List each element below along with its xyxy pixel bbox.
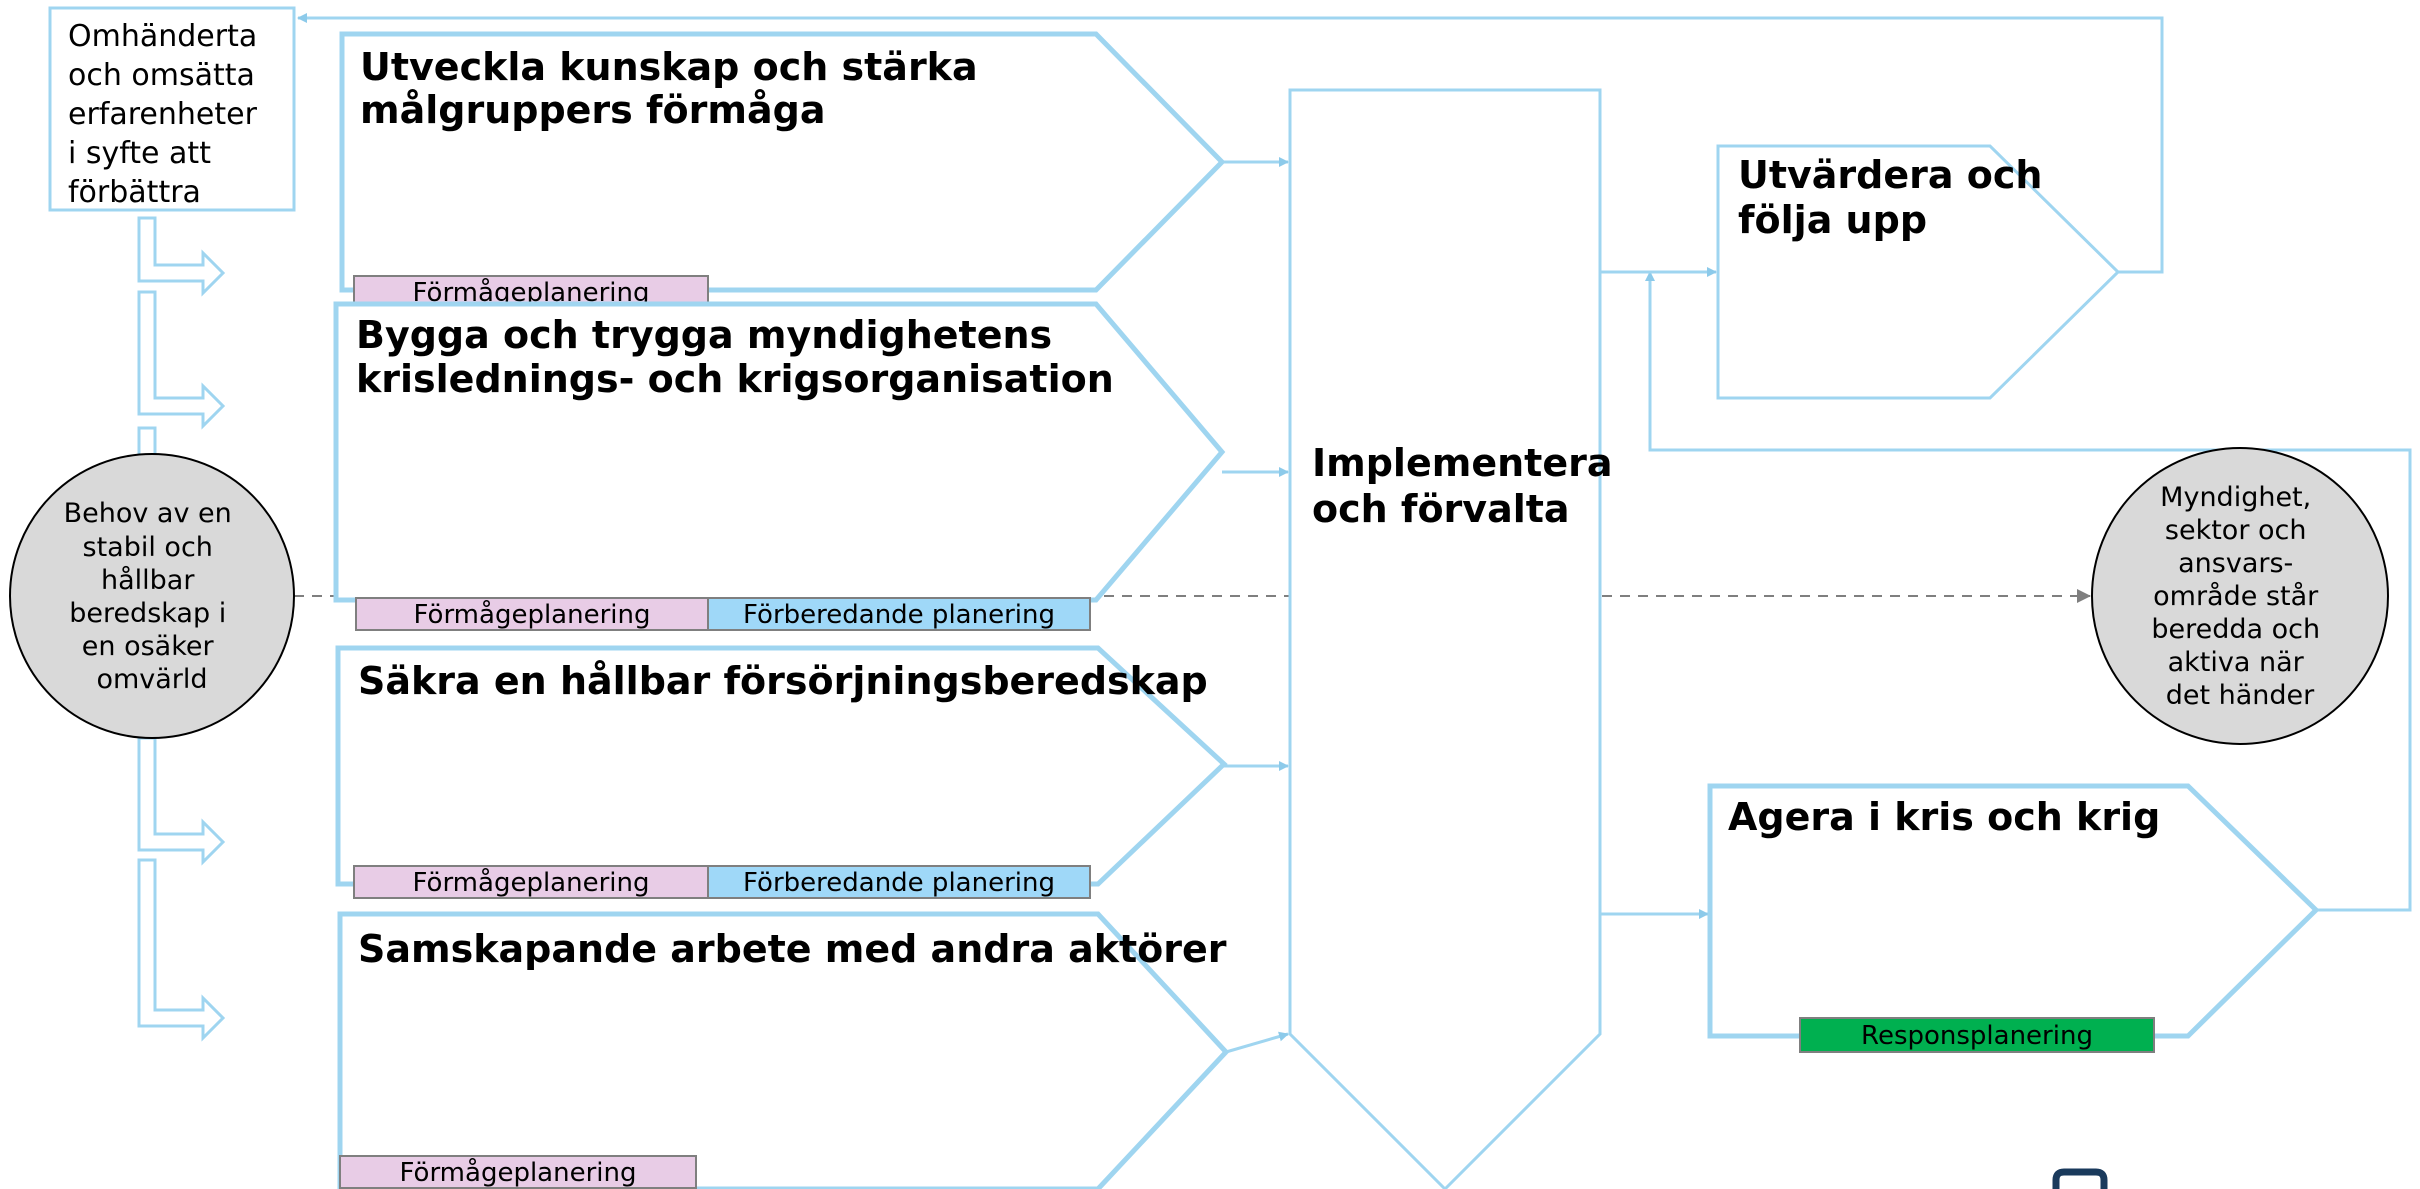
process-4-title: Samskapande arbete med andra aktörer — [358, 927, 1227, 971]
tag-2-forberedande — [707, 597, 1091, 631]
act-chevron — [1707, 783, 2320, 1039]
tag-2b-label: Förberedande planering — [743, 600, 1055, 630]
start-circle-text: Behov av en stabil och hållbar beredskap… — [64, 498, 241, 695]
process-chevron-4 — [337, 911, 1230, 1189]
tag-act-label: Responsplanering — [1861, 1021, 2093, 1051]
bent-arrow-4 — [137, 736, 226, 866]
tag-responsplanering — [1799, 1017, 2155, 1053]
process-2-title: Bygga och trygga myndighetens krislednin… — [356, 313, 1114, 401]
feedback-box — [48, 6, 296, 212]
bent-arrow-1 — [137, 216, 226, 297]
tag-3a-label: Förmågeplanering — [413, 867, 650, 898]
tag-2-formageplanering — [355, 597, 709, 631]
feedback-box-text: Omhänderta och omsätta erfarenheter i sy… — [68, 19, 267, 210]
end-circle — [2091, 447, 2389, 745]
evaluate-chevron — [1716, 144, 2121, 400]
tag-3b-label: Förberedande planering — [743, 868, 1055, 898]
tag-4-formageplanering — [339, 1155, 697, 1189]
process-chevron-3 — [335, 645, 1228, 887]
implement-title: Implementera och förvalta — [1312, 441, 1626, 531]
bent-arrow-5 — [137, 858, 226, 1042]
process-chevron-1 — [339, 31, 1226, 293]
start-circle — [9, 453, 295, 739]
process-1-title: Utveckla kunskap och stärka målgruppers … — [360, 45, 991, 132]
process-chevron-2 — [333, 301, 1226, 603]
tag-4-label: Förmågeplanering — [400, 1157, 637, 1188]
tag-3-forberedande — [707, 865, 1091, 899]
end-circle-text: Myndighet, sektor och ansvars- område st… — [2151, 482, 2328, 711]
tag-2a-label: Förmågeplanering — [414, 599, 651, 630]
logo-icon — [2052, 1168, 2108, 1189]
bent-arrow-2 — [137, 290, 226, 430]
implement-shape — [1288, 88, 1602, 1189]
process-3-title: Säkra en hållbar försörjningsberedskap — [358, 659, 1208, 703]
evaluate-title: Utvärdera och följa upp — [1738, 153, 2056, 242]
feedback-loop-line — [297, 13, 2164, 274]
arrow-p4-to-implement — [1225, 1031, 1289, 1054]
act-to-evaluate-loop-line — [1645, 271, 2412, 912]
tag-3-formageplanering — [353, 865, 709, 899]
act-title: Agera i kris och krig — [1728, 795, 2160, 839]
